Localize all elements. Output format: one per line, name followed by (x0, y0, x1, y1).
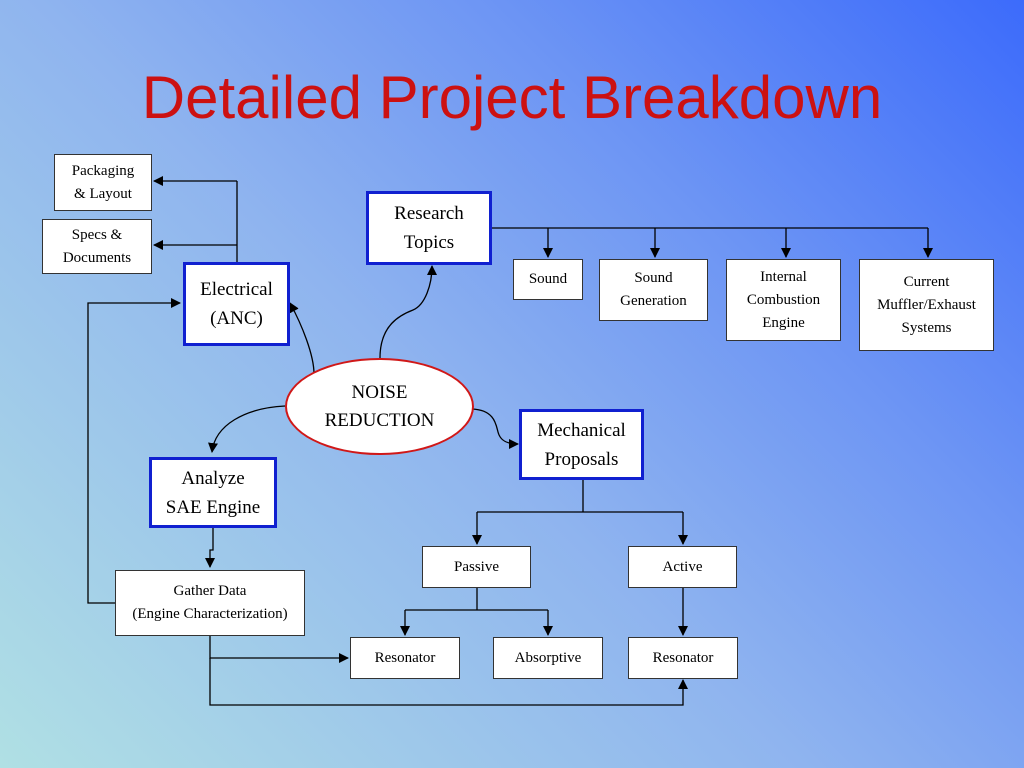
arrow-gather-to-resonator-active (209, 658, 688, 706)
node-active: Active (628, 546, 737, 588)
arrow-gather-to-resonator-passive (209, 635, 349, 663)
node-absorptive: Absorptive (493, 637, 603, 679)
node-sound-generation: Sound Generation (599, 259, 708, 321)
arrow-analyze-to-gather (205, 528, 215, 568)
arrow-noise-to-mechanical (471, 408, 519, 449)
node-sound: Sound (513, 259, 583, 300)
node-electrical-anc: Electrical (ANC) (183, 262, 290, 346)
node-resonator-active: Resonator (628, 637, 738, 679)
node-mechanical-proposals: Mechanical Proposals (519, 409, 644, 480)
node-analyze-sae-engine: Analyze SAE Engine (149, 457, 277, 528)
node-passive: Passive (422, 546, 531, 588)
node-research-topics: Research Topics (366, 191, 492, 265)
arrow-noise-to-research (379, 265, 437, 359)
node-current-muffler-exhaust-systems: Current Muffler/Exhaust Systems (859, 259, 994, 351)
arrow-gather-to-electrical (87, 298, 181, 604)
node-resonator-passive: Resonator (350, 637, 460, 679)
arrow-noise-to-electrical (289, 302, 315, 375)
node-gather-data: Gather Data (Engine Characterization) (115, 570, 305, 636)
arrow-noise-to-analyze (208, 405, 286, 453)
node-packaging-layout: Packaging & Layout (54, 154, 152, 211)
slide-title: Detailed Project Breakdown (141, 64, 883, 131)
node-noise-reduction: NOISE REDUCTION (285, 358, 474, 455)
node-specs-documents: Specs & Documents (42, 219, 152, 274)
node-internal-combustion-engine: Internal Combustion Engine (726, 259, 841, 341)
